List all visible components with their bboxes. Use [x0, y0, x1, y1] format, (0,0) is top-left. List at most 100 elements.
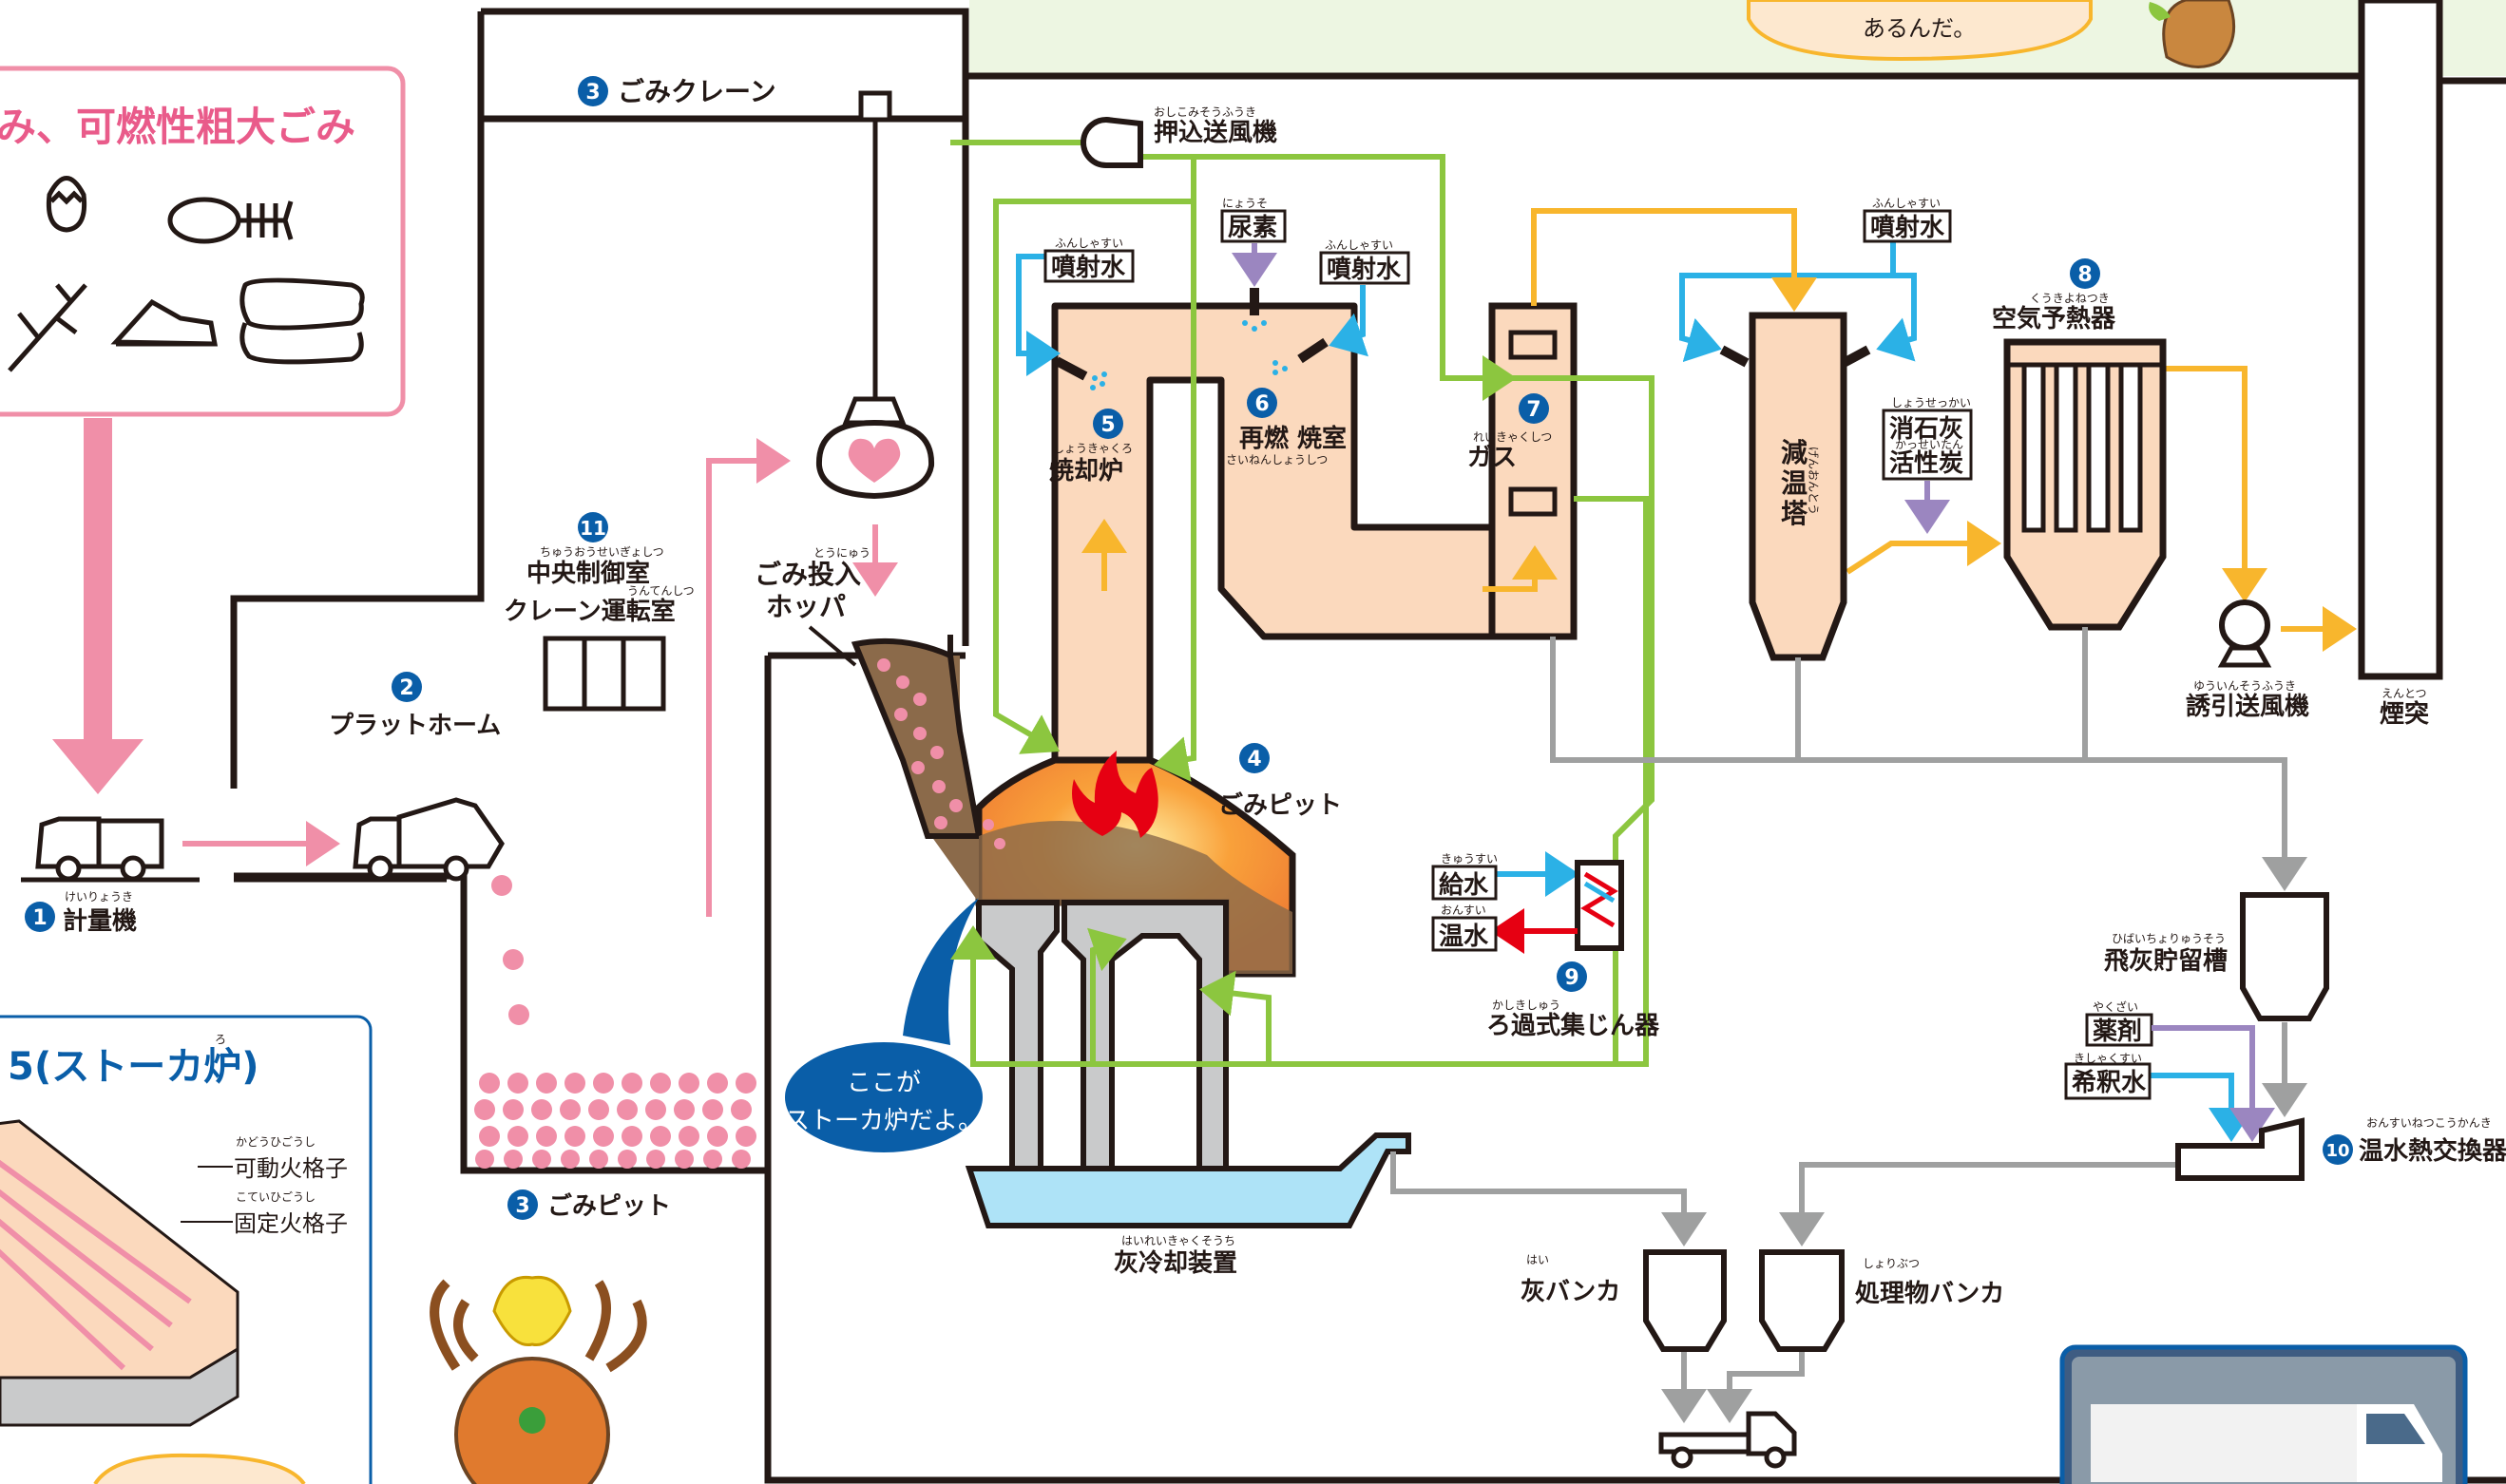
- push-fan-icon: [1081, 117, 1143, 168]
- station-5-badge: 5: [1093, 409, 1123, 439]
- speech-line1: ここが: [847, 1069, 921, 1097]
- cooling-tower: [1749, 312, 1847, 661]
- shoe-icon: [110, 298, 219, 347]
- svg-text:かっせいたん: かっせいたん: [1895, 438, 1963, 451]
- station-10-label: 温水熱交換器: [2359, 1136, 2506, 1166]
- hopper: [947, 635, 953, 656]
- egg-icon: [46, 176, 87, 233]
- svg-text:尿素: 尿素: [1228, 214, 1277, 242]
- station-1-badge: 1: [25, 902, 55, 932]
- chemical-label: やくざい 薬剤: [2085, 999, 2153, 1047]
- hopper-line2: ホッパ: [766, 591, 846, 622]
- dilution-water-label: きしゃくすい 希釈水: [2064, 1052, 2152, 1100]
- station-9-ruby: かしきしゅう: [1492, 999, 1560, 1012]
- bubble-text: あるんだ。: [1863, 15, 1976, 42]
- hot-water-label: おんすい 温水: [1431, 904, 1498, 952]
- crane: [815, 90, 935, 500]
- station-6-label: 再燃 焼室: [1239, 424, 1347, 453]
- station-9-badge: 9: [1557, 961, 1587, 992]
- truck-photo: [2059, 1344, 2468, 1484]
- station-3-crane-badge: 3: [578, 76, 608, 106]
- svg-text:おんすい: おんすい: [1441, 904, 1486, 917]
- svg-text:やくざい: やくざい: [2093, 999, 2138, 1014]
- fly-ash-tank-label: 飛灰貯留槽: [2104, 946, 2228, 976]
- station-3-pit-label: ごみピット: [547, 1191, 671, 1221]
- incinerator: [851, 637, 1296, 978]
- station-9-label: ろ過式集じん器: [1486, 1011, 1660, 1040]
- background-tint: [969, 0, 2506, 76]
- induced-fan-ruby: ゆういんそうふうき: [2193, 679, 2296, 693]
- station-3-crane-label: ごみクレーン: [618, 76, 776, 107]
- station-7-ruby: れいきゃくしつ: [1473, 430, 1552, 444]
- svg-text:薬剤: 薬剤: [2093, 1017, 2142, 1046]
- svg-text:噴射水: 噴射水: [1051, 254, 1126, 282]
- svg-text:3: 3: [515, 1194, 529, 1218]
- branch-icon: [8, 283, 87, 372]
- station-11-ruby: ちゅうおうせいぎょしつ: [540, 545, 664, 559]
- chemical-line: [2152, 1025, 2275, 1142]
- push-fan-ruby: おしこみそうふうき: [1154, 105, 1256, 119]
- dump-truck: [353, 797, 505, 882]
- station-1-label: 計量機: [63, 906, 137, 936]
- pit-to-hopper-arrow: [706, 438, 791, 917]
- svg-text:噴射水: 噴射水: [1327, 256, 1402, 284]
- ash-bunker: [1643, 1249, 1727, 1352]
- induced-fan-icon: [2217, 599, 2272, 668]
- nozzles: [1054, 288, 1871, 381]
- svg-text:しょうせっかい: しょうせっかい: [1891, 396, 1971, 409]
- ash-lines: [1390, 627, 2307, 1423]
- station-10-ruby: おんすいねつこうかんき: [2366, 1116, 2492, 1130]
- stoker-explainer-box: ろ 5 (ストーカ炉) かどうひごうし 可動火格子 こていひごうし 固定火格子: [0, 1015, 373, 1484]
- feed-water-label: きゅうすい 給水: [1431, 852, 1498, 901]
- ash-bunker-ruby: はい: [1526, 1253, 1549, 1266]
- cooling-tower-char1: 減: [1781, 437, 1808, 468]
- svg-text:4: 4: [1247, 748, 1261, 771]
- station-7-badge: 7: [1519, 393, 1549, 424]
- station-8-badge: 8: [2070, 258, 2100, 289]
- station-6-badge: 6: [1247, 388, 1277, 418]
- moving-grate-ruby: かどうひごうし: [236, 1134, 316, 1149]
- burnable-waste-legend-box: み、可燃性粗大ごみ: [0, 66, 406, 417]
- svg-text:給水: 給水: [1439, 870, 1489, 900]
- svg-text:8: 8: [2077, 263, 2092, 287]
- crane-heart-icon: [848, 438, 901, 483]
- svg-text:11: 11: [580, 517, 606, 540]
- station-6-ruby: さいねんしょうしつ: [1226, 453, 1328, 466]
- spray-water-label-3: ふんしゃすい 噴射水: [1863, 197, 1952, 243]
- station-3-pit-badge: 3: [507, 1189, 538, 1220]
- grate-illustration: [0, 1119, 239, 1427]
- station-2-badge: 2: [392, 672, 422, 702]
- ash-truck: [1658, 1411, 1797, 1469]
- combustion-gas-duct: [1051, 302, 1578, 764]
- station-5-ruby: しょうきゃくろ: [1053, 442, 1133, 455]
- push-fan-label: 押込送風機: [1154, 119, 1277, 147]
- station-11-label2: クレーン運転室: [504, 597, 676, 626]
- station-1-ruby: けいりょうき: [65, 890, 133, 904]
- treated-bunker: [1759, 1249, 1845, 1352]
- bottom-bubble: [93, 1453, 306, 1484]
- air-flow-lines: [950, 140, 1655, 1067]
- ash-hopper-legs: [976, 900, 1229, 1171]
- control-room-icon: [543, 636, 666, 712]
- svg-text:6: 6: [1254, 392, 1269, 416]
- garbage-pit-contents: [474, 875, 756, 1169]
- svg-text:1: 1: [32, 906, 47, 930]
- svg-text:消石灰: 消石灰: [1889, 415, 1963, 444]
- svg-text:希釈水: 希釈水: [2072, 1068, 2147, 1097]
- svg-text:きゅうすい: きゅうすい: [1441, 852, 1498, 866]
- svg-text:きしゃくすい: きしゃくすい: [2074, 1052, 2142, 1065]
- station-4-label: ごみピット: [1218, 790, 1342, 820]
- cooling-tower-ruby: げんおんとう: [1807, 447, 1820, 515]
- weigh-truck: [35, 816, 164, 882]
- chimney: [2358, 0, 2506, 680]
- station-2-label: プラットホーム: [329, 712, 501, 740]
- svg-text:10: 10: [2325, 1141, 2349, 1161]
- info-bubble: あるんだ。: [1747, 0, 2093, 62]
- kneader: [2175, 1117, 2305, 1181]
- bag-filter: [2003, 338, 2167, 631]
- ash-cooler-ruby: はいれいきゃくそうち: [1121, 1234, 1235, 1247]
- fire-icon: [1072, 751, 1158, 838]
- svg-text:7: 7: [1526, 398, 1540, 422]
- station-11-ruby2: うんてんしつ: [627, 584, 695, 598]
- speech-line2: ストーカ炉だよ。: [785, 1107, 983, 1135]
